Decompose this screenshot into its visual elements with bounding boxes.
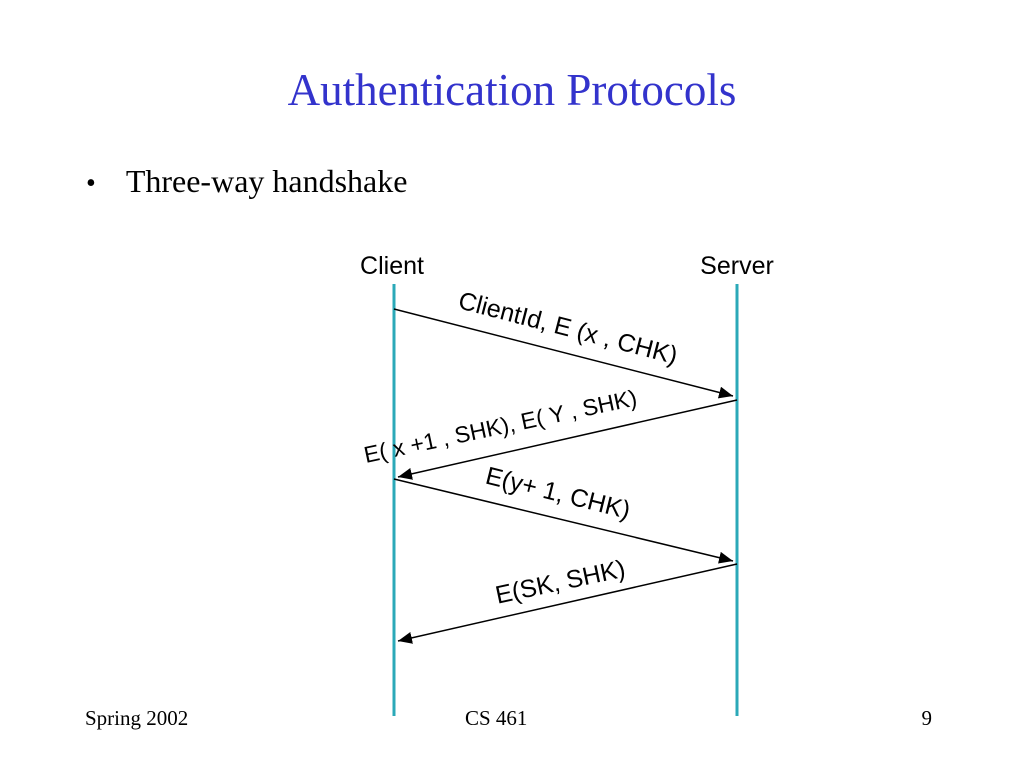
bullet-text: Three-way handshake bbox=[125, 163, 408, 199]
footer-page-number: 9 bbox=[921, 706, 933, 730]
message-arrow-2 bbox=[397, 399, 738, 480]
message-label-4: E(SK, SHK) bbox=[493, 555, 628, 610]
message-label-1: ClientId, E (x , CHK) bbox=[456, 287, 681, 370]
bullet-marker: • bbox=[86, 168, 96, 199]
message-label-2: E( x +1 , SHK), E( Y , SHK) bbox=[361, 385, 639, 468]
message-label-3: E(y+ 1, CHK) bbox=[483, 462, 633, 525]
actor-label-client: Client bbox=[360, 252, 424, 280]
message-arrow-3 bbox=[393, 478, 734, 564]
bullet-item: • Three-way handshake bbox=[86, 163, 407, 200]
footer-date: Spring 2002 bbox=[85, 706, 189, 730]
footer-course: CS 461 bbox=[465, 706, 528, 730]
actor-label-server: Server bbox=[700, 252, 774, 280]
slide-title: Authentication Protocols bbox=[287, 65, 737, 115]
message-arrow-1 bbox=[393, 308, 734, 399]
message-arrow-4 bbox=[397, 563, 738, 644]
